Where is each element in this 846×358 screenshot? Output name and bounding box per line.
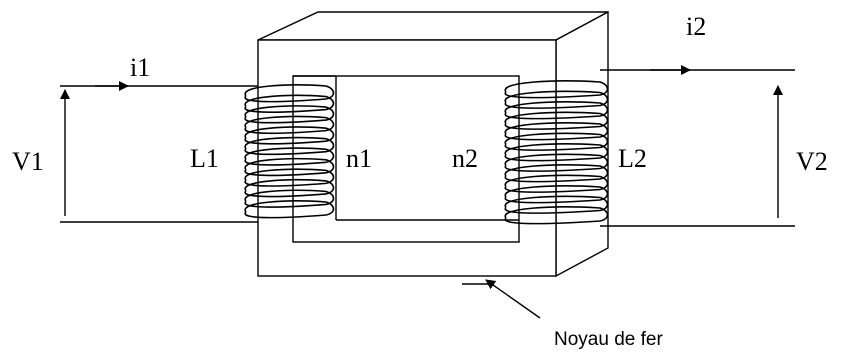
secondary-coil-turn [504,164,609,183]
l2-label: L2 [618,144,647,173]
primary-coil-turn [244,94,335,113]
secondary-coil-turn [504,174,609,193]
primary-coil-turn [244,189,335,208]
secondary-coil-turn [504,195,609,214]
secondary-coil-turn [504,80,609,99]
primary-coil-turn [244,200,335,219]
secondary-circuit [600,65,795,227]
secondary-coil-turn [504,153,609,172]
secondary-coil-turn [504,111,609,130]
i1-label: i1 [130,53,150,82]
primary-coil-turn [244,84,335,103]
primary-coil-turn [244,179,335,198]
n1-label: n1 [346,144,372,173]
i2-label: i2 [686,12,706,41]
secondary-coil-turn [504,101,609,120]
primary-coil-turn [244,147,335,166]
primary-coil-turn [244,126,335,145]
primary-coil-turn [244,105,335,124]
primary-coil-turn [244,157,335,177]
v2-label: V2 [796,147,828,176]
secondary-coil-turn [504,185,609,204]
secondary-coil [504,80,609,225]
v1-label: V1 [12,147,44,176]
core-window [292,75,520,243]
secondary-coil-turn [504,132,609,151]
primary-coil-turn [244,168,335,187]
primary-coil-turn [244,136,335,156]
secondary-coil-turn [504,90,609,109]
core-top-face [257,11,609,41]
secondary-coil-turn [504,143,609,162]
n2-label: n2 [452,144,478,173]
l1-label: L1 [190,144,219,173]
primary-coil-turn [244,115,335,135]
primary-circuit [60,81,258,223]
primary-coil [244,84,335,219]
core-pointer-arrow [485,279,541,319]
core-label: Noyau de fer [554,329,663,350]
secondary-coil-turn [504,122,609,141]
secondary-coil-turn [504,206,609,225]
